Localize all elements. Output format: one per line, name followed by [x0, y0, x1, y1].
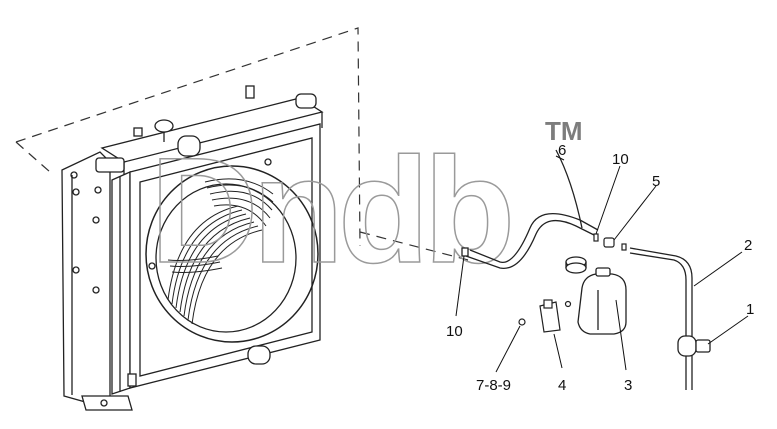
callout-3: 3: [624, 377, 632, 394]
callout-4: 4: [558, 377, 566, 394]
watermark: Dndb TM: [149, 116, 583, 295]
callout-5: 5: [652, 173, 660, 190]
callout-10-upper: 10: [612, 151, 629, 168]
bracket-part-4: [518, 299, 572, 333]
callout-2: 2: [744, 237, 752, 254]
hose-part-6: [461, 149, 599, 269]
callout-1: 1: [746, 301, 754, 318]
chassis-outline: [15, 27, 469, 261]
callout-6: 6: [558, 142, 566, 159]
leader-lines: [455, 155, 749, 373]
callout-10-lower: 10: [446, 323, 463, 340]
callout-7-8-9: 7-8-9: [476, 377, 511, 394]
callouts: 1 2 3 4 5 6 7-8-9 10 10: [446, 142, 754, 394]
clamp-part-1: [677, 335, 711, 357]
watermark-trademark: TM: [545, 116, 583, 146]
cap-part-5: [593, 233, 627, 251]
radiator-assembly: [61, 85, 324, 411]
overflow-pipe-part-2: [629, 247, 693, 390]
watermark-text: Dndb: [150, 126, 510, 294]
expansion-tank-part-3: [565, 256, 627, 335]
